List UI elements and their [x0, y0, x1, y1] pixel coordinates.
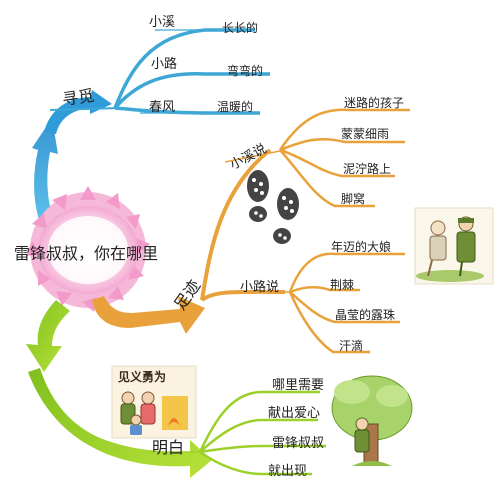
poster-caption: 见义勇为	[118, 370, 167, 384]
center-flower	[26, 186, 150, 312]
blue-arrow-upper	[44, 90, 112, 134]
green-arrow-down	[26, 300, 70, 372]
understand-item-2: 献出爱心	[268, 406, 321, 421]
path-item-4: 汗滴	[339, 339, 364, 353]
path-item-2: 荆棘	[330, 278, 355, 292]
search-subject-1: 小溪	[149, 15, 176, 30]
search-subject-3: 春风	[149, 100, 176, 115]
blue-curve-2	[113, 72, 270, 110]
green-arrow-main	[28, 368, 212, 478]
path-item-1: 年迈的大娘	[331, 240, 392, 254]
branch-title-understand: 明白	[152, 438, 185, 457]
center-topic: 雷锋叔叔，你在哪里	[14, 244, 159, 263]
understand-item-3: 雷锋叔叔	[272, 436, 325, 451]
orange-arrow	[92, 296, 205, 334]
search-subject-2: 小路	[151, 57, 178, 72]
blue-branch-line	[49, 107, 121, 111]
understand-item-4: 就出现	[268, 464, 308, 479]
search-detail-2: 弯弯的	[227, 64, 264, 78]
green-fan	[198, 390, 326, 476]
brave-deed-picture	[111, 365, 197, 439]
path-fan	[288, 252, 405, 354]
path-item-3: 晶莹的露珠	[335, 308, 396, 322]
blue-curve-1	[113, 28, 255, 109]
stream-item-3: 泥泞路上	[343, 162, 392, 176]
orange-stem	[200, 148, 272, 301]
path-says-label: 小路说	[240, 280, 280, 295]
branch-title-search: 寻觅	[61, 85, 96, 110]
search-detail-3: 温暖的	[217, 100, 254, 114]
footprints-icon	[247, 170, 299, 244]
stream-item-2: 蒙蒙细雨	[341, 127, 390, 141]
helping-elder-picture	[414, 207, 494, 285]
understand-item-1: 哪里需要	[272, 378, 325, 393]
search-detail-1: 长长的	[222, 21, 259, 35]
stream-fan	[278, 108, 410, 208]
tree-soldier-picture	[331, 375, 413, 466]
stream-item-1: 迷路的孩子	[344, 96, 405, 110]
stream-item-4: 脚窝	[341, 192, 366, 206]
blue-curve-3	[114, 106, 260, 115]
